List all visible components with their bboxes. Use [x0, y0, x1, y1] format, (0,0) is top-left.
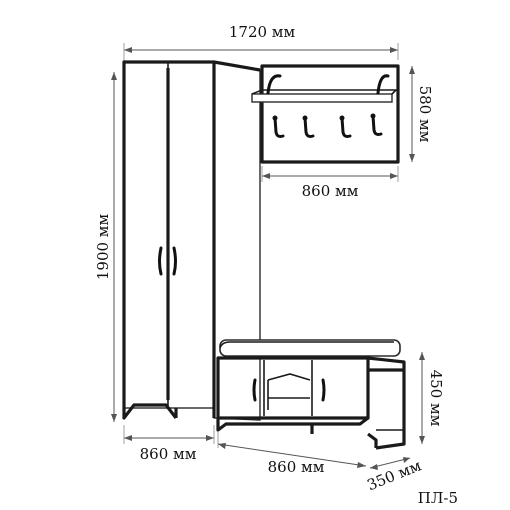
bench-width-label: 860 мм — [268, 458, 325, 476]
hanger-width-label: 860 мм — [302, 182, 359, 200]
wall-hanger — [251, 64, 400, 164]
hook-2 — [303, 116, 315, 138]
wardrobe-width-label: 860 мм — [140, 445, 197, 463]
bench-right-handle — [321, 378, 326, 402]
wardrobe-height-label: 1900 мм — [94, 214, 112, 281]
bench-height-label: 450 мм — [427, 370, 445, 427]
bench-width-dimension: 860 мм — [217, 432, 367, 476]
wardrobe-width-dimension: 860 мм — [123, 425, 215, 463]
bench-height-dimension: 450 мм — [419, 352, 445, 444]
wardrobe-height-dimension: 1900 мм — [94, 72, 117, 422]
hanger-height-dimension: 580 мм — [409, 66, 434, 162]
coat-hooks — [272, 113, 383, 138]
hook-4 — [371, 114, 383, 136]
hook-1 — [273, 116, 285, 138]
hook-3 — [340, 116, 352, 138]
wardrobe-right-handle — [172, 246, 177, 276]
total-width-label: 1720 мм — [229, 23, 296, 41]
hanger-height-label: 580 мм — [416, 86, 434, 143]
bench — [216, 339, 406, 450]
bench-left-handle — [252, 378, 257, 402]
wardrobe — [122, 60, 261, 421]
hanger-width-dimension: 860 мм — [261, 166, 399, 200]
wardrobe-left-handle — [158, 246, 163, 276]
total-width-dimension: 1720 мм — [123, 23, 399, 70]
bench-depth-dimension: 350 мм — [364, 456, 424, 494]
model-code: ПЛ-5 — [418, 489, 458, 507]
